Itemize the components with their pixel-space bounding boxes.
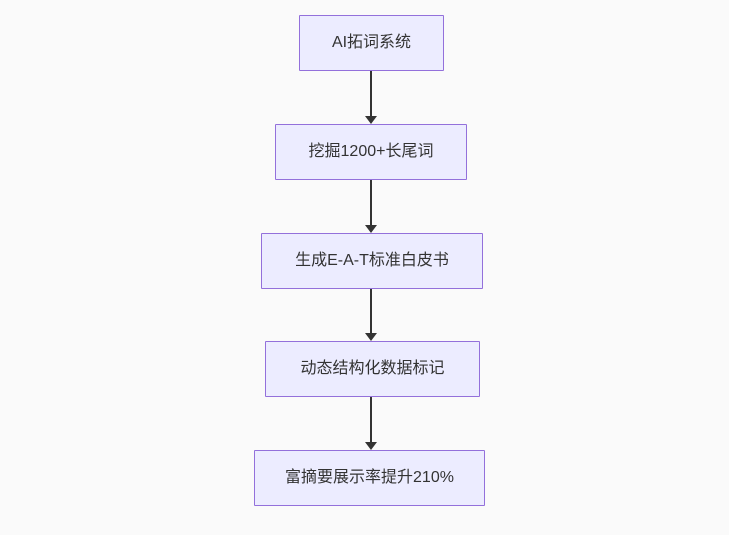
flow-edge-4 — [364, 397, 377, 450]
flow-node-label: AI拓词系统 — [331, 34, 412, 52]
arrowhead-down-icon — [364, 442, 377, 450]
arrowhead-down-icon — [364, 116, 377, 124]
flow-node-label: 挖掘1200+长尾词 — [308, 143, 434, 161]
flow-node-structured-data-markup: 动态结构化数据标记 — [265, 341, 480, 397]
flow-node-rich-snippet-result: 富摘要展示率提升210% — [254, 450, 485, 506]
flow-node-ai-keyword-system: AI拓词系统 — [299, 15, 444, 71]
arrowhead-down-icon — [364, 333, 377, 341]
flow-node-label: 动态结构化数据标记 — [300, 360, 445, 378]
flow-edge-1 — [364, 71, 377, 124]
flow-edge-2 — [364, 180, 377, 233]
flow-node-eat-whitepaper: 生成E-A-T标准白皮书 — [261, 233, 483, 289]
arrowhead-down-icon — [364, 225, 377, 233]
edge-line — [369, 180, 372, 226]
flow-node-label: 生成E-A-T标准白皮书 — [295, 252, 449, 270]
flow-node-longtail-mining: 挖掘1200+长尾词 — [275, 124, 467, 180]
edge-line — [369, 71, 372, 117]
flow-edge-3 — [364, 289, 377, 341]
edge-line — [369, 289, 372, 334]
edge-line — [369, 397, 372, 443]
flow-node-label: 富摘要展示率提升210% — [285, 469, 454, 487]
